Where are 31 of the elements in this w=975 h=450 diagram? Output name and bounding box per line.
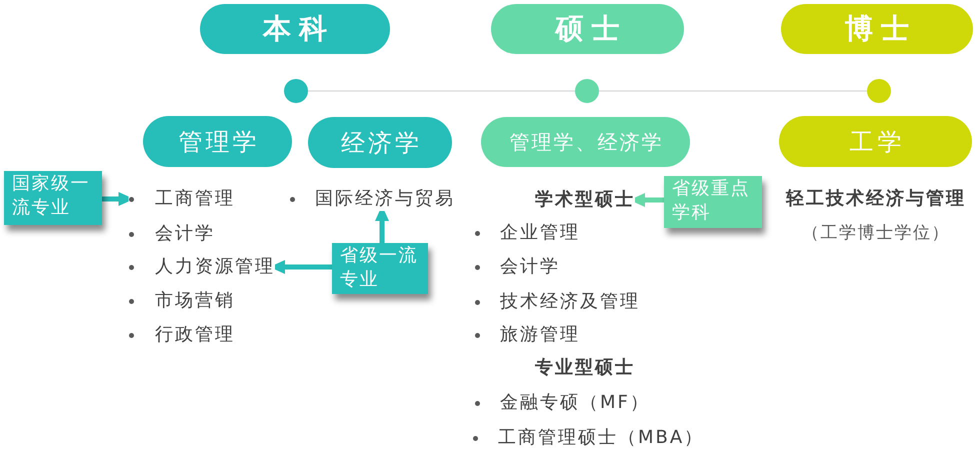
list-item-text: 行政管理 bbox=[155, 323, 235, 347]
list-item-text: 会计学 bbox=[500, 255, 560, 279]
timeline-dot bbox=[575, 79, 599, 103]
list-item-text: 工商管理 bbox=[155, 187, 235, 211]
timeline-line bbox=[308, 90, 575, 92]
level-pill: 本科 bbox=[200, 4, 390, 54]
list-item-text: 人力资源管理 bbox=[155, 255, 275, 279]
list-item-text: 工商管理硕士（MBA） bbox=[498, 426, 704, 450]
timeline-line bbox=[599, 90, 867, 92]
major-name: 轻工技术经济与管理 bbox=[784, 187, 966, 211]
discipline-pill: 经济学 bbox=[308, 117, 452, 168]
list-item-text: 企业管理 bbox=[500, 221, 580, 245]
subheading: 专业型硕士 bbox=[535, 356, 635, 380]
list-item-text: 旅游管理 bbox=[500, 323, 580, 347]
discipline-pill: 管理学、经济学 bbox=[481, 117, 690, 167]
discipline-pill: 工学 bbox=[779, 116, 972, 167]
discipline-pill: 管理学 bbox=[143, 116, 292, 167]
list-item-text: 技术经济及管理 bbox=[500, 290, 640, 314]
level-pill: 博士 bbox=[781, 4, 973, 54]
list-item-text: 市场营销 bbox=[155, 289, 235, 313]
level-pill: 硕士 bbox=[491, 4, 684, 54]
callout-box: 省级一流专业 bbox=[332, 243, 428, 294]
callout-box: 省级重点学科 bbox=[664, 176, 762, 228]
subheading: 学术型硕士 bbox=[535, 188, 635, 212]
list-item-text: 国际经济与贸易 bbox=[315, 187, 455, 211]
timeline-dot bbox=[867, 79, 891, 103]
list-item-text: 会计学 bbox=[155, 222, 215, 246]
timeline-dot bbox=[284, 79, 308, 103]
list-item-text: 金融专硕（MF） bbox=[500, 391, 650, 415]
degree-note: （工学博士学位） bbox=[800, 222, 950, 245]
callout-box: 国家级一流专业 bbox=[4, 171, 102, 225]
